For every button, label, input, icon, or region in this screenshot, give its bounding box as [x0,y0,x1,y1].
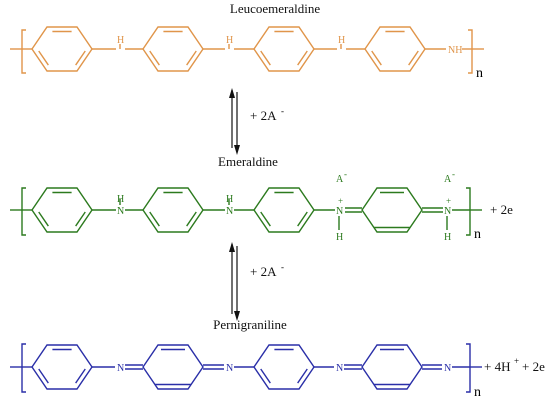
quinoid-ring [142,344,204,390]
leucoemeraldine-title: Leucoemeraldine [230,1,320,16]
svg-text:H: H [117,35,124,46]
svg-text:H: H [444,232,451,243]
ring-double-bond [186,211,197,227]
svg-text:A: A [336,174,344,185]
ring-double-bond [38,50,49,66]
equilibrium-2-charge: - [281,262,284,272]
benzene-ring [31,344,93,390]
pernigraniline-side-product-a: + 4H [484,359,510,374]
pernigraniline-structure [10,343,482,393]
svg-text:A: A [444,174,452,185]
emeraldine-structure [10,187,482,236]
pernigraniline-side-product-plus: + [514,356,519,366]
svg-text:NH: NH [448,45,462,56]
svg-text:N: N [117,363,124,374]
svg-text:N: N [444,206,451,217]
svg-text:-: - [452,169,455,179]
ring-double-bond [149,211,160,227]
svg-text:H: H [336,232,343,243]
benzene-ring [253,26,315,72]
emeraldine-side-product: + 2e [490,202,513,217]
ring-double-bond [75,368,86,384]
ring-double-bond [297,211,308,227]
equilibrium-1-charge: - [281,106,284,116]
benzene-ring [142,26,204,72]
svg-text:N: N [117,206,124,217]
svg-text:N: N [336,363,343,374]
ring-double-bond [371,50,382,66]
svg-text:H: H [117,194,124,205]
ring-double-bond [260,368,271,384]
pernigraniline-title: Pernigraniline [213,317,287,332]
svg-text:N: N [226,206,233,217]
leucoemeraldine-structure [10,26,484,74]
ring-double-bond [297,50,308,66]
svg-text:N: N [226,363,233,374]
quinoid-ring [361,344,423,390]
svg-text:H: H [226,194,233,205]
pernigraniline-side-product-b: + 2e [522,359,545,374]
ring-double-bond [408,50,419,66]
ring-double-bond [149,50,160,66]
ring-double-bond [38,368,49,384]
equilibrium-2-label: + 2A [250,264,277,279]
emeraldine-atom-labels: H N H N A - + N H A - + N H [117,169,455,243]
svg-text:H: H [338,35,345,46]
ring-double-bond [75,211,86,227]
ring-double-bond [260,50,271,66]
svg-text:+: + [446,196,451,206]
svg-text:-: - [344,169,347,179]
leucoemeraldine-atom-labels: H NH H H NH [117,35,462,56]
benzene-ring [253,187,315,233]
benzene-ring [364,26,426,72]
svg-text:N: N [336,206,343,217]
ring-double-bond [260,211,271,227]
equilibrium-arrows-1 [229,88,240,155]
ring-double-bond [186,50,197,66]
equilibrium-1-label: + 2A [250,108,277,123]
leucoemeraldine-n-subscript: n [476,66,483,81]
ring-double-bond [75,50,86,66]
ring-double-bond [38,211,49,227]
emeraldine-title: Emeraldine [218,154,278,169]
equilibrium-arrows-2 [229,242,240,321]
quinoid-ring [361,187,423,233]
benzene-ring [142,187,204,233]
benzene-ring [31,187,93,233]
svg-text:N: N [444,363,451,374]
emeraldine-n-subscript: n [474,227,481,242]
benzene-ring [253,344,315,390]
svg-text:+: + [338,196,343,206]
pernigraniline-n-subscript: n [474,385,481,400]
svg-text:H: H [226,35,233,46]
benzene-ring [31,26,93,72]
ring-double-bond [297,368,308,384]
pernigraniline-atom-labels: N N N N [117,363,451,374]
